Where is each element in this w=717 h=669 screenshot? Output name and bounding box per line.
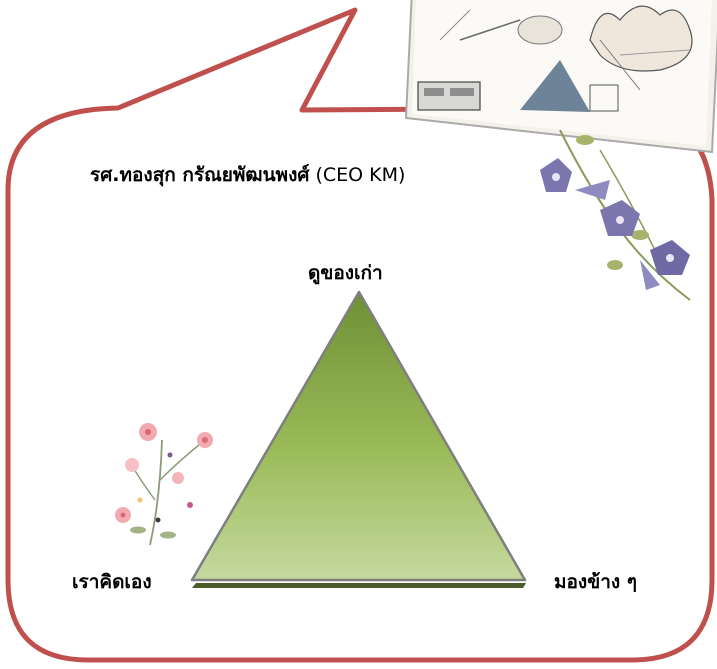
triangle-top-label: ดูของเก่า (308, 262, 383, 284)
speaker-role: (CEO KM) (309, 164, 406, 186)
speaker-caption: รศ.ทองสุก กรัณยพัฒนพงศ์ (CEO KM) (90, 160, 405, 190)
speaker-name: รศ.ทองสุก กรัณยพัฒนพงศ์ (90, 164, 310, 186)
triangle-left-label: เราคิดเอง (72, 571, 152, 593)
pink-wildflowers (115, 423, 213, 546)
triangle-diagram (190, 290, 527, 588)
triangle-shape (190, 290, 527, 582)
speaker-photo (404, 0, 717, 154)
morning-glory-flowers (540, 129, 691, 301)
triangle-right-label: มองข้าง ๆ (554, 571, 637, 593)
